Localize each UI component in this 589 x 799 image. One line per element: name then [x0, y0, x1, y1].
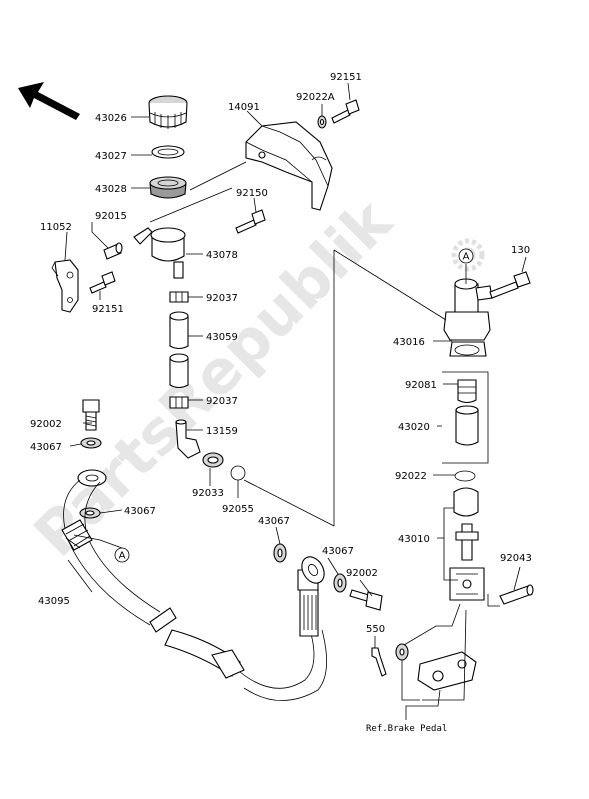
bolt-92151-top-part — [331, 99, 360, 124]
label-43067-left: 43067 — [30, 442, 62, 453]
label-43016: 43016 — [393, 337, 425, 348]
marker-a-right: A — [458, 248, 474, 264]
reservoir-part — [133, 227, 186, 279]
label-92022A: 92022A — [296, 92, 335, 103]
label-43010: 43010 — [398, 534, 430, 545]
label-92037-lower: 92037 — [206, 396, 238, 407]
ref-brake-pedal-note: Ref.Brake Pedal — [366, 724, 447, 734]
marker-a-left: A — [114, 547, 130, 563]
diaphragm-plate-part — [151, 145, 185, 159]
piston-kit-box — [442, 371, 489, 464]
leader-lines — [64, 82, 527, 720]
label-92151-left: 92151 — [92, 304, 124, 315]
label-92002-mid: 92002 — [346, 568, 378, 579]
label-43067-left2: 43067 — [124, 506, 156, 517]
svg-text:A: A — [463, 252, 470, 263]
label-43026: 43026 — [95, 113, 127, 124]
label-43059: 43059 — [206, 332, 238, 343]
cover-part — [245, 121, 333, 211]
bolt-92151-left-part — [89, 271, 116, 294]
label-92037-upper: 92037 — [206, 293, 238, 304]
bolt-92150-part — [235, 209, 266, 234]
washer-mid-right-part — [333, 573, 347, 593]
label-92015: 92015 — [95, 211, 127, 222]
o-ring-92033-part — [202, 452, 224, 468]
label-13159: 13159 — [206, 426, 238, 437]
label-92150: 92150 — [236, 188, 268, 199]
label-92033: 92033 — [192, 488, 224, 499]
bolt-130-part — [489, 271, 531, 299]
label-14091: 14091 — [228, 102, 260, 113]
joint-part — [175, 419, 201, 459]
label-43067-mid2: 43067 — [322, 546, 354, 557]
label-43027: 43027 — [95, 151, 127, 162]
label-43078: 43078 — [206, 250, 238, 261]
collar-part — [103, 242, 123, 260]
cotter-pin-part — [371, 647, 387, 677]
label-43095: 43095 — [38, 596, 70, 607]
washer-mid-left-part — [273, 543, 287, 563]
svg-text:A: A — [119, 551, 126, 562]
hose-part — [169, 311, 189, 389]
label-43028: 43028 — [95, 184, 127, 195]
label-92151-top: 92151 — [330, 72, 362, 83]
banjo-bolt-left-part — [82, 399, 100, 431]
washer-pedal-part — [395, 643, 409, 661]
label-92002-left: 92002 — [30, 419, 62, 430]
clamp-92037-lower-part — [169, 396, 189, 409]
watermark: PartsRepublik — [21, 185, 407, 571]
label-43020: 43020 — [398, 422, 430, 433]
master-cylinder-body-part — [443, 278, 493, 357]
label-92022: 92022 — [395, 471, 427, 482]
label-92055: 92055 — [222, 504, 254, 515]
clamp-92037-upper-part — [169, 291, 189, 303]
label-130: 130 — [511, 245, 530, 256]
banjo-bolt-mid-part — [349, 589, 383, 611]
banjo-fitting-mid-part — [301, 556, 325, 584]
circlip-92055-part — [230, 465, 246, 481]
pedal-clevis-part — [417, 651, 477, 691]
washer-left-upper-part — [80, 437, 102, 449]
diaphragm-part — [149, 176, 187, 199]
push-rod-assembly-part — [449, 487, 485, 601]
circlip-92022-part — [454, 470, 476, 482]
direction-arrow-icon — [18, 82, 80, 120]
banjo-fitting-left-part — [77, 469, 107, 487]
pin-92043-part — [499, 584, 534, 605]
washer-left-lower-part — [79, 507, 101, 519]
reservoir-cap-part — [148, 95, 188, 129]
label-43067-mid: 43067 — [258, 516, 290, 527]
label-92043: 92043 — [500, 553, 532, 564]
bracket-part — [51, 259, 79, 313]
label-11052: 11052 — [40, 222, 72, 233]
part-labels: 43026 43027 43028 14091 92022A 92151 921… — [30, 72, 532, 734]
label-550: 550 — [366, 624, 385, 635]
washer-92022A-part — [317, 115, 327, 129]
label-92081: 92081 — [405, 380, 437, 391]
